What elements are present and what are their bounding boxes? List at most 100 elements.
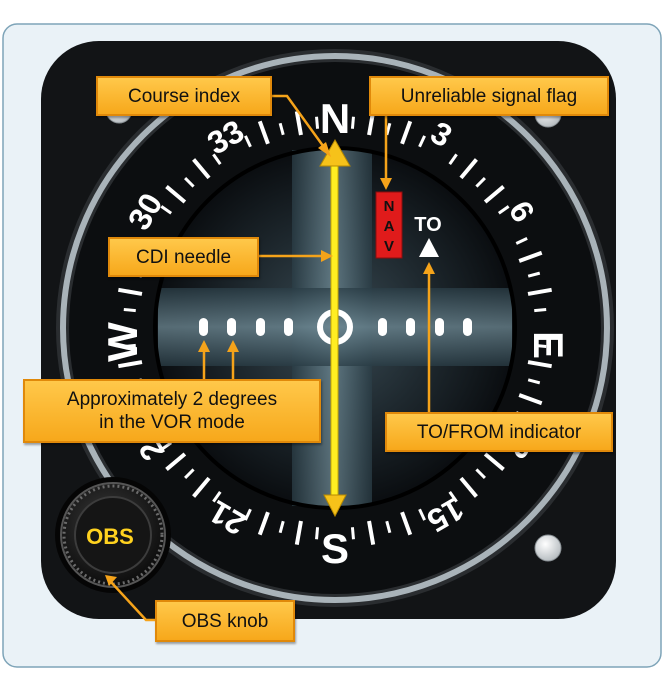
arrowhead-cdi-needle bbox=[321, 250, 333, 262]
to-label: TO bbox=[414, 214, 441, 236]
compass-tick bbox=[534, 343, 547, 348]
south-label: S bbox=[321, 525, 349, 572]
compass-tick bbox=[123, 308, 136, 313]
compass-tick bbox=[117, 287, 143, 296]
arrowhead-unreliable-flag bbox=[380, 178, 392, 190]
cdi-needle bbox=[330, 161, 339, 503]
compass-tick bbox=[184, 468, 195, 479]
nav-flag-letter-a: A bbox=[384, 218, 395, 235]
deviation-dot bbox=[256, 318, 265, 336]
compass-tick bbox=[165, 452, 187, 471]
nav-flag bbox=[375, 191, 403, 259]
compass-tick bbox=[123, 343, 136, 348]
compass-tick bbox=[192, 158, 211, 180]
bezel-ring bbox=[60, 53, 610, 603]
arrowhead-approx-2 bbox=[227, 340, 239, 352]
compass-tick bbox=[497, 205, 510, 215]
reciprocal-index-triangle bbox=[323, 494, 347, 518]
compass-tick bbox=[257, 120, 270, 145]
compass-tick bbox=[459, 158, 478, 180]
compass-tick bbox=[192, 476, 211, 498]
deviation-dot bbox=[199, 318, 208, 336]
arrowhead-obs-knob bbox=[105, 575, 117, 586]
compass-tick bbox=[527, 271, 541, 278]
deviation-dot bbox=[284, 318, 293, 336]
compass-tick bbox=[518, 250, 543, 263]
callout-to-from-text: TO/FROM indicator bbox=[416, 421, 582, 443]
callout-approx-2-degrees: Approximately 2 degrees in the VOR mode bbox=[23, 379, 321, 443]
leader-obs-knob bbox=[110, 581, 158, 622]
compass-tick bbox=[518, 393, 543, 406]
compass-tick bbox=[515, 237, 528, 245]
west-label: W bbox=[99, 322, 146, 362]
compass-tick bbox=[527, 360, 553, 369]
compass-tick bbox=[527, 378, 541, 385]
deviation-dot bbox=[378, 318, 387, 336]
nav-flag-letter-v: V bbox=[384, 238, 394, 255]
compass-tick bbox=[278, 122, 285, 136]
compass-tick bbox=[475, 468, 486, 479]
leader-arrowheads bbox=[105, 142, 435, 586]
compass-tick bbox=[475, 177, 486, 188]
compass-tick bbox=[184, 177, 195, 188]
compass-tick bbox=[117, 360, 143, 369]
compass-tick bbox=[483, 452, 505, 471]
deviation-dot bbox=[227, 318, 236, 336]
callout-obs-knob-text: OBS knob bbox=[181, 610, 269, 632]
deviation-dot bbox=[435, 318, 444, 336]
callout-course-index: Course index bbox=[96, 76, 272, 116]
arrowhead-course-index bbox=[318, 142, 331, 157]
callout-cdi-needle: CDI needle bbox=[108, 237, 259, 277]
compass-tick bbox=[244, 135, 252, 148]
deviation-dot bbox=[463, 318, 472, 336]
compass-tick bbox=[527, 287, 553, 296]
compass-tick bbox=[160, 441, 173, 451]
callout-approx-line2: in the VOR mode bbox=[99, 412, 245, 433]
obs-knob-face bbox=[74, 496, 152, 574]
compass-tick bbox=[315, 116, 320, 129]
east-label: E bbox=[525, 331, 572, 359]
compass-tick bbox=[294, 110, 303, 136]
compass-tick bbox=[212, 153, 222, 166]
callout-cdi-needle-text: CDI needle bbox=[135, 246, 232, 268]
compass-tick bbox=[367, 520, 376, 546]
leader-course-index bbox=[272, 94, 328, 151]
compass-tick bbox=[385, 520, 392, 534]
arrowhead-approx-1 bbox=[198, 340, 210, 352]
mounting-screw-bottom-right bbox=[534, 534, 562, 562]
compass-tick bbox=[212, 490, 222, 503]
compass-tick bbox=[385, 122, 392, 136]
compass-tick bbox=[294, 520, 303, 546]
compass-tick bbox=[534, 308, 547, 313]
north-label: N bbox=[320, 95, 350, 142]
callout-to-from-indicator: TO/FROM indicator bbox=[385, 412, 613, 452]
compass-tick bbox=[400, 511, 413, 536]
compass-tick bbox=[165, 185, 187, 204]
compass-tick bbox=[483, 185, 505, 204]
callout-course-index-text: Course index bbox=[128, 85, 240, 107]
compass-tick bbox=[350, 527, 355, 540]
leader-lines bbox=[110, 94, 431, 622]
obs-label: OBS bbox=[86, 524, 134, 549]
callout-unreliable-flag: Unreliable signal flag bbox=[369, 76, 609, 116]
to-from-arrow bbox=[419, 238, 439, 257]
compass-tick bbox=[278, 520, 285, 534]
arrowhead-to-from bbox=[423, 262, 435, 274]
compass-tick bbox=[418, 135, 426, 148]
compass-tick bbox=[244, 508, 252, 521]
compass-tick bbox=[160, 205, 173, 215]
compass-tick bbox=[315, 527, 320, 540]
compass-tick bbox=[350, 116, 355, 129]
compass-tick bbox=[459, 476, 478, 498]
callout-approx-line1: Approximately 2 degrees bbox=[66, 389, 278, 410]
compass-tick bbox=[400, 120, 413, 145]
compass-tick bbox=[448, 490, 458, 503]
compass-tick bbox=[418, 508, 426, 521]
callout-unreliable-flag-text: Unreliable signal flag bbox=[400, 85, 578, 107]
callout-obs-knob: OBS knob bbox=[155, 600, 295, 642]
deviation-dot bbox=[406, 318, 415, 336]
compass-tick bbox=[448, 153, 458, 166]
compass-tick bbox=[257, 511, 270, 536]
